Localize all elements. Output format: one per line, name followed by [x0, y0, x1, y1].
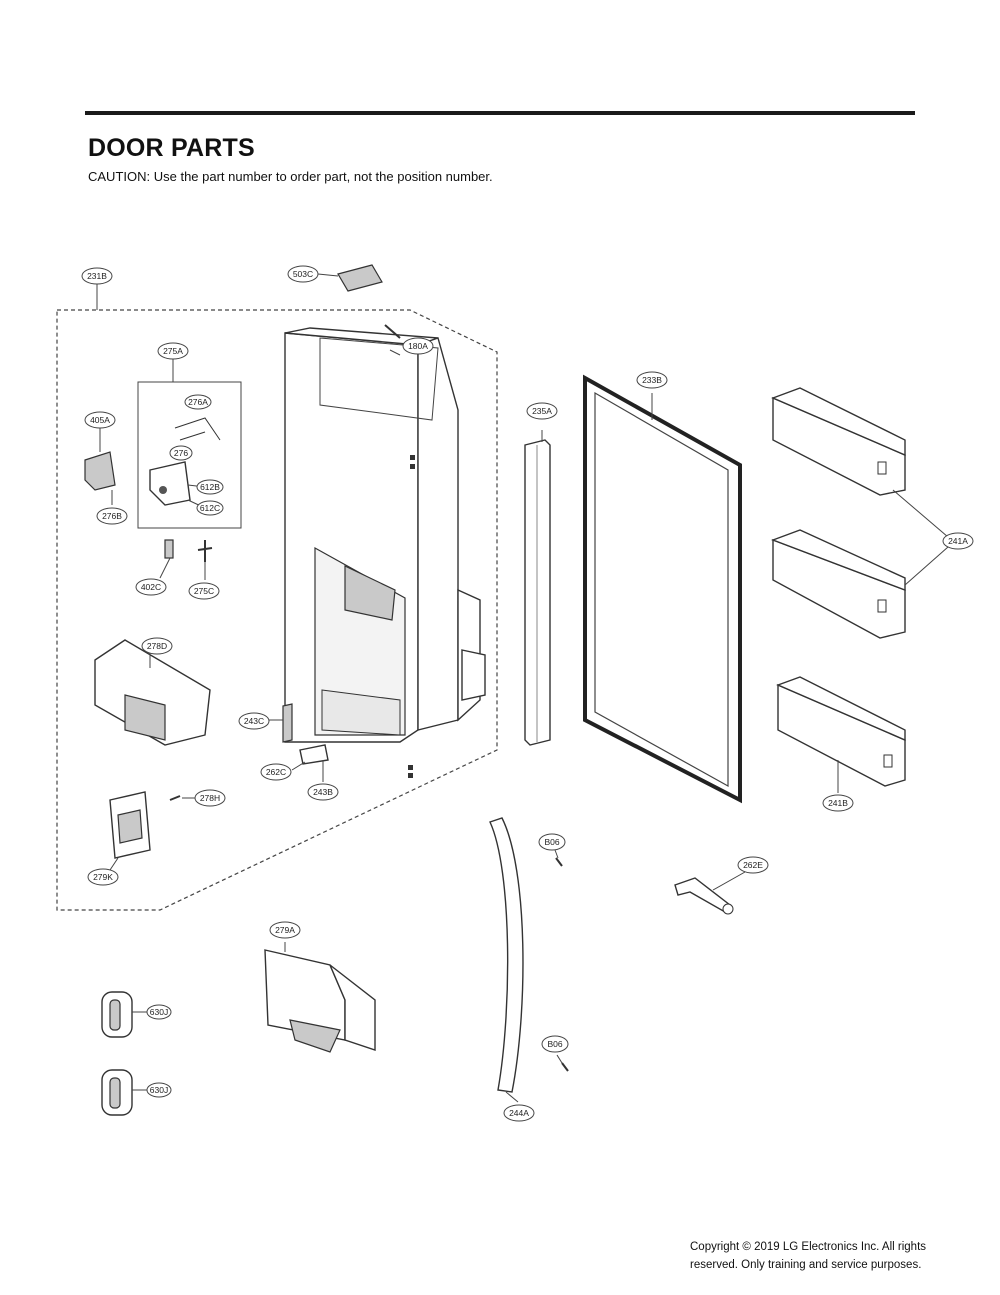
svg-text:243B: 243B — [313, 787, 333, 797]
svg-text:276: 276 — [174, 448, 188, 458]
callout-276B: 276B — [96, 507, 128, 525]
svg-text:276A: 276A — [188, 397, 208, 407]
svg-text:278D: 278D — [147, 641, 167, 651]
door-bin-middle — [771, 529, 906, 639]
dispenser-cover-279A — [264, 942, 376, 1053]
copyright-notice: Copyright © 2019 LG Electronics Inc. All… — [690, 1238, 980, 1274]
svg-text:244A: 244A — [509, 1108, 529, 1118]
callout-276A: 276A — [184, 394, 212, 410]
callout-B06-upper: B06 — [538, 833, 566, 851]
svg-text:262E: 262E — [743, 860, 763, 870]
callout-235A: 235A — [526, 402, 558, 420]
subassembly-box — [137, 381, 242, 529]
door-gasket-frame — [583, 374, 742, 804]
callout-262C: 262C — [260, 763, 292, 781]
callout-244A: 244A — [503, 1104, 535, 1122]
callout-405A: 405A — [84, 411, 116, 429]
svg-text:241B: 241B — [828, 798, 848, 808]
svg-text:275A: 275A — [163, 346, 183, 356]
pad-630J-upper — [101, 991, 148, 1038]
callout-243B: 243B — [307, 783, 339, 801]
callout-275C: 275C — [188, 582, 220, 600]
callout-630J-lower: 630J — [146, 1082, 172, 1098]
svg-text:630J: 630J — [150, 1007, 168, 1017]
svg-text:231B: 231B — [87, 271, 107, 281]
door-bin-upper — [771, 387, 906, 496]
callout-503C: 503C — [287, 265, 319, 283]
callout-612C: 612C — [196, 500, 224, 516]
callout-233B: 233B — [636, 371, 668, 389]
svg-text:276B: 276B — [102, 511, 122, 521]
pad-630J-lower — [101, 1069, 148, 1116]
svg-text:405A: 405A — [90, 415, 110, 425]
svg-text:630J: 630J — [150, 1085, 168, 1095]
callout-243C: 243C — [238, 712, 270, 730]
callout-402C: 402C — [135, 578, 167, 596]
callout-180A: 180A — [402, 337, 434, 355]
svg-text:B06: B06 — [544, 837, 559, 847]
callout-241A: 241A — [942, 532, 974, 550]
door-bin-lower — [776, 676, 906, 787]
svg-text:278H: 278H — [200, 793, 220, 803]
svg-text:233B: 233B — [642, 375, 662, 385]
lever-parts — [149, 417, 221, 509]
callout-276: 276 — [169, 445, 193, 461]
callout-279K: 279K — [87, 868, 119, 886]
callout-241B: 241B — [822, 794, 854, 812]
svg-text:279K: 279K — [93, 872, 113, 882]
bracket-243C — [282, 703, 293, 743]
copyright-line-1: Copyright © 2019 LG Electronics Inc. All… — [690, 1241, 927, 1253]
assembly-boundary — [56, 309, 498, 911]
caution-note: CAUTION: Use the part number to order pa… — [88, 169, 493, 184]
svg-text:B06: B06 — [547, 1039, 562, 1049]
svg-text:279A: 279A — [275, 925, 295, 935]
callout-231B: 231B — [81, 267, 113, 285]
callout-275A: 275A — [157, 342, 189, 360]
callout-262E: 262E — [737, 856, 769, 874]
callout-278H: 278H — [194, 789, 226, 807]
svg-text:243C: 243C — [244, 716, 264, 726]
svg-text:275C: 275C — [194, 586, 214, 596]
cover-279K — [109, 791, 151, 871]
switch-405A — [84, 425, 116, 505]
callout-B06-lower: B06 — [541, 1035, 569, 1053]
svg-text:262C: 262C — [266, 767, 286, 777]
svg-text:402C: 402C — [141, 582, 161, 592]
svg-text:180A: 180A — [408, 341, 428, 351]
callout-278D: 278D — [141, 637, 173, 655]
copyright-line-2: reserved. Only training and service purp… — [690, 1259, 922, 1271]
svg-text:235A: 235A — [532, 406, 552, 416]
gasket-strip — [524, 430, 551, 746]
callout-279A: 279A — [269, 921, 301, 939]
page-title: DOOR PARTS — [88, 134, 255, 162]
callout-612B: 612B — [196, 479, 224, 495]
door-body — [284, 327, 486, 778]
svg-text:503C: 503C — [293, 269, 313, 279]
label-plate — [317, 264, 383, 292]
header-rule — [85, 111, 915, 115]
svg-text:612B: 612B — [200, 482, 220, 492]
wrench-tool — [674, 871, 746, 915]
housing-278D — [94, 639, 211, 746]
callout-630J-upper: 630J — [146, 1004, 172, 1020]
svg-text:612C: 612C — [200, 503, 220, 513]
svg-text:241A: 241A — [948, 536, 968, 546]
door-handle — [489, 817, 524, 1093]
